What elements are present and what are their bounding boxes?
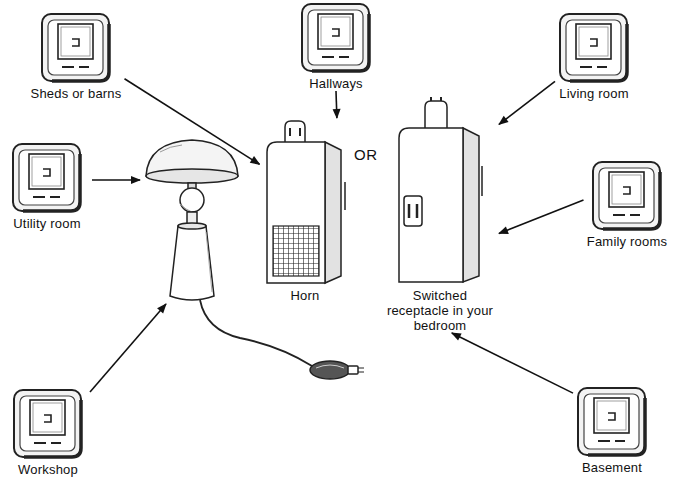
sensor-box: Utility room bbox=[8, 142, 86, 231]
room-label: Workshop bbox=[18, 462, 78, 477]
sensor-icon bbox=[576, 386, 648, 458]
signal-arrow bbox=[452, 333, 573, 393]
signal-arrow bbox=[499, 200, 584, 233]
room-label: Hallways bbox=[309, 76, 363, 91]
room-label: Switched receptacle in your bedroom bbox=[384, 288, 496, 333]
sensor-box: Basement bbox=[573, 386, 651, 475]
sensor-box: Workshop bbox=[9, 388, 87, 477]
sensor-icon bbox=[40, 12, 112, 84]
sensor-box: Family rooms bbox=[584, 160, 671, 249]
signal-arrow bbox=[499, 81, 555, 124]
sensor-icon bbox=[300, 2, 372, 74]
room-label: Utility room bbox=[13, 216, 80, 231]
receptacle-receiver: Switched receptacle in your bedroom bbox=[381, 96, 499, 333]
horn-receiver: Horn bbox=[260, 118, 351, 303]
leader-arrows bbox=[90, 180, 166, 392]
signal-arrow bbox=[125, 79, 260, 165]
sensor-icon bbox=[591, 160, 663, 232]
signal-arrow bbox=[335, 91, 337, 118]
room-label: Living room bbox=[559, 86, 628, 101]
horn-illustration bbox=[263, 118, 348, 286]
room-label: Basement bbox=[582, 460, 642, 475]
arrow-to-lamp bbox=[92, 179, 140, 181]
receptacle-illustration bbox=[395, 96, 485, 286]
sensor-box: Living room bbox=[555, 12, 633, 101]
lamp-illustration bbox=[146, 140, 364, 379]
sensor-icon bbox=[11, 142, 83, 214]
arrow-to-lamp bbox=[90, 304, 166, 392]
sensor-icon bbox=[558, 12, 630, 84]
room-label: Horn bbox=[291, 288, 320, 303]
sensor-icon bbox=[12, 388, 84, 460]
room-label: Family rooms bbox=[587, 234, 667, 249]
room-label: Sheds or barns bbox=[31, 86, 122, 101]
sensor-box: Sheds or barns bbox=[28, 12, 125, 101]
sensor-box: Hallways bbox=[297, 2, 375, 91]
choice-label: OR bbox=[354, 146, 378, 163]
